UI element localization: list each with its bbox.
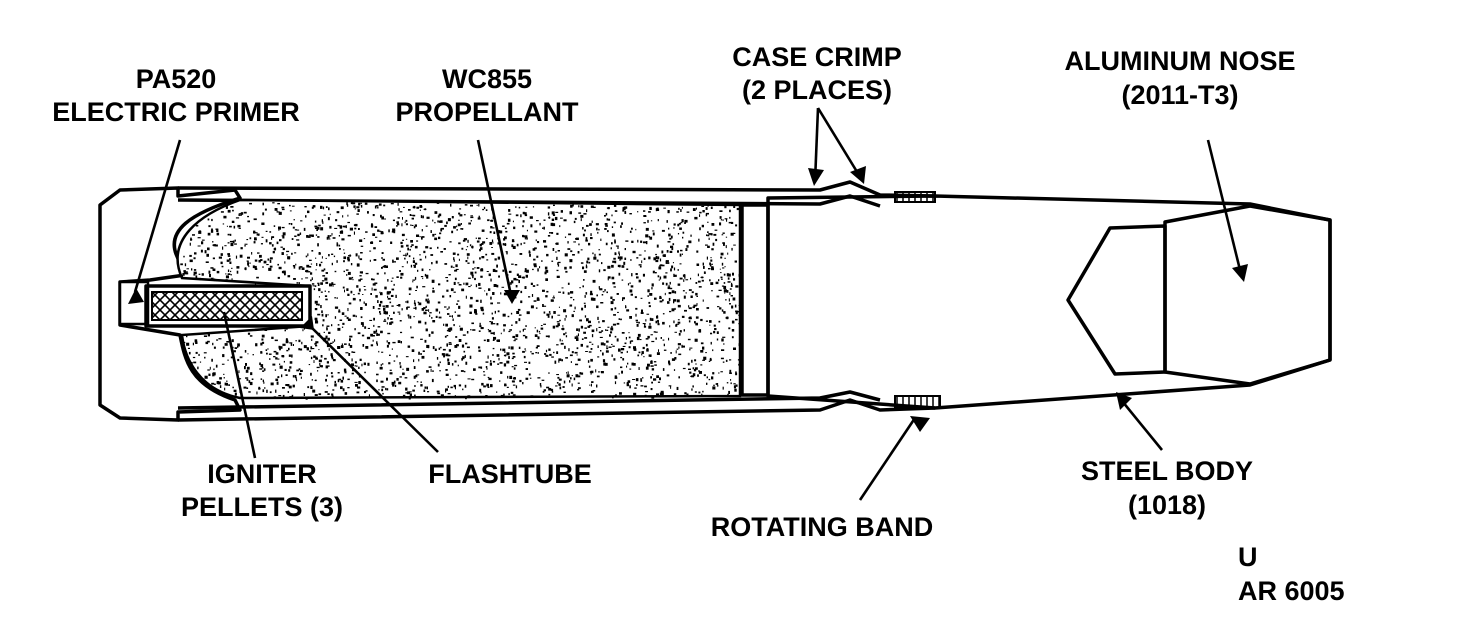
leader-rotating-band [858,417,917,501]
label-case-crimp: CASE CRIMP (2 PLACES) [732,42,902,105]
label-igniter-pellets-line2: PELLETS (3) [181,492,343,522]
steel-body [766,194,1332,410]
leader-aluminum-nose [1206,139,1244,279]
label-aluminum-nose-line1: ALUMINUM NOSE [1065,46,1296,76]
figure-id: U AR 6005 [1238,542,1345,606]
label-primer-line1: PA520 [136,64,217,94]
leader-steel-body [1116,395,1164,451]
leader-igniter-pellets [222,311,257,459]
leader-propellant [476,139,514,301]
leader-flashtube [309,325,439,453]
flashtube [144,284,312,328]
label-case-crimp-line2: (2 PLACES) [742,75,892,105]
leader-case-crimp-2 [816,107,864,181]
leader-lines [128,107,1248,501]
propellant-grain-stipple [180,202,743,400]
label-flashtube-line1: FLASHTUBE [428,459,592,489]
figure-id-line2: AR 6005 [1238,576,1345,606]
label-rotating-band-line1: ROTATING BAND [711,512,933,542]
label-rotating-band: ROTATING BAND [711,512,933,542]
wad-separator [740,203,770,397]
label-flashtube: FLASHTUBE [428,459,592,489]
propellant-charge [176,198,743,400]
label-propellant-line2: PROPELLANT [395,97,579,127]
label-primer-line2: ELECTRIC PRIMER [52,97,300,127]
label-propellant: WC855 PROPELLANT [395,64,579,127]
label-case-crimp-line1: CASE CRIMP [732,42,902,72]
label-aluminum-nose: ALUMINUM NOSE (2011-T3) [1065,46,1296,110]
label-steel-body: STEEL BODY (1018) [1081,456,1253,520]
figure-id-line1: U [1238,542,1258,572]
label-propellant-line1: WC855 [442,64,532,94]
label-igniter-pellets-line1: IGNITER [207,459,317,489]
rotating-band [894,191,941,409]
label-igniter-pellets: IGNITER PELLETS (3) [181,459,343,522]
label-steel-body-line1: STEEL BODY [1081,456,1253,486]
label-steel-body-line2: (1018) [1128,490,1206,520]
label-aluminum-nose-line2: (2011-T3) [1121,80,1238,110]
aluminum-nose [1163,204,1332,386]
label-primer: PA520 ELECTRIC PRIMER [52,64,300,127]
leader-primer [133,139,182,293]
